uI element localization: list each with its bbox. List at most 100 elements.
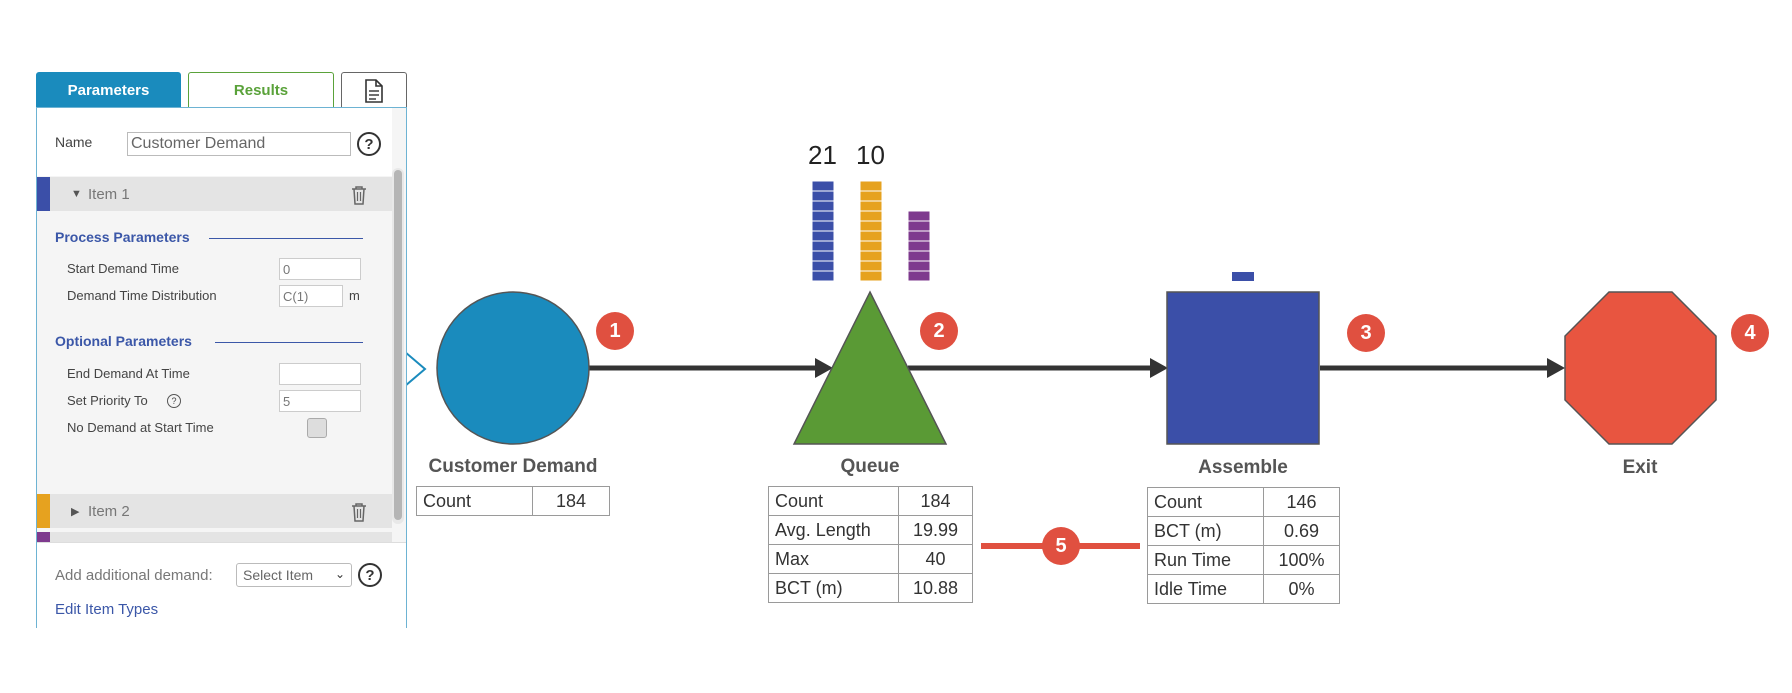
process-parameters-title: Process Parameters	[55, 229, 190, 245]
item-color-stripe	[37, 494, 50, 528]
start-demand-input[interactable]	[279, 258, 361, 280]
link-badge-5[interactable]: 5	[1042, 527, 1080, 565]
queue-unit	[811, 240, 835, 252]
queue-unit	[811, 250, 835, 262]
end-demand-input[interactable]	[279, 363, 361, 385]
node-badge-3: 3	[1347, 314, 1385, 352]
stat-value: 184	[532, 486, 610, 516]
name-row: Name ?	[37, 108, 392, 176]
start-demand-label: Start Demand Time	[67, 261, 179, 276]
help-icon[interactable]: ?	[358, 563, 382, 587]
trash-icon[interactable]	[350, 185, 368, 205]
tab-document[interactable]	[341, 72, 407, 108]
tab-results[interactable]: Results	[188, 72, 334, 108]
caret-down-icon[interactable]: ▼	[71, 188, 82, 200]
stat-label: Run Time	[1147, 545, 1264, 575]
assemble-stats: Count 146 BCT (m) 0.69 Run Time 100% Idl…	[1147, 487, 1340, 604]
customer-demand-label: Customer Demand	[428, 456, 598, 477]
priority-label: Set Priority To	[67, 393, 148, 408]
stat-value: 10.88	[898, 573, 973, 603]
edit-item-types-link[interactable]: Edit Item Types	[55, 601, 159, 618]
queue-unit	[811, 190, 835, 202]
trash-icon[interactable]	[350, 502, 368, 522]
table-row: Avg. Length 19.99	[768, 515, 973, 545]
panel-footer: Add additional demand: Select Item ⌄ ? E…	[37, 542, 406, 628]
stat-label: Idle Time	[1147, 574, 1264, 604]
help-icon[interactable]: ?	[167, 394, 181, 408]
node-badge-1: 1	[596, 312, 634, 350]
priority-input[interactable]	[279, 390, 361, 412]
queue-unit	[907, 240, 931, 252]
optional-parameters-title: Optional Parameters	[55, 333, 192, 349]
queue-unit	[859, 200, 883, 212]
queue-stats: Count 184 Avg. Length 19.99 Max 40 BCT (…	[768, 486, 973, 603]
table-row: Max 40	[768, 544, 973, 574]
queue-unit	[811, 270, 835, 282]
document-icon	[365, 78, 383, 103]
stat-label: BCT (m)	[768, 573, 899, 603]
stat-value: 40	[898, 544, 973, 574]
queue-unit	[811, 200, 835, 212]
stat-value: 0%	[1263, 574, 1340, 604]
node-badge-4: 4	[1731, 314, 1769, 352]
distribution-unit: m	[349, 288, 360, 303]
arrowhead-exit	[1547, 358, 1565, 378]
stat-label: Max	[768, 544, 899, 574]
divider	[209, 238, 363, 239]
queue-unit	[907, 250, 931, 262]
item-label: Item 2	[88, 503, 130, 520]
queue-unit	[811, 220, 835, 232]
item-row-1[interactable]: ▼ Item 1	[37, 177, 392, 211]
customer-demand-stats: Count 184	[416, 486, 610, 516]
stat-label: Avg. Length	[768, 515, 899, 545]
parameters-panel: Name ? ▼ Item 1 Process Parameters Start…	[36, 107, 407, 628]
stat-label: Count	[416, 486, 533, 516]
queue-node[interactable]	[792, 290, 948, 445]
stat-value: 0.69	[1263, 516, 1340, 546]
queue-count-item2: 10	[856, 140, 885, 170]
queue-unit	[859, 230, 883, 242]
assemble-node[interactable]	[1166, 291, 1320, 445]
queue-unit	[859, 190, 883, 202]
stat-value: 146	[1263, 487, 1340, 517]
help-icon[interactable]: ?	[357, 132, 381, 156]
queue-unit	[859, 210, 883, 222]
parameters-scroll-area[interactable]: Name ? ▼ Item 1 Process Parameters Start…	[37, 108, 406, 542]
queue-count-item1: 21	[808, 140, 837, 170]
tab-parameters[interactable]: Parameters	[36, 72, 181, 108]
select-item-dropdown[interactable]: Select Item ⌄	[236, 563, 352, 587]
name-input[interactable]	[127, 132, 351, 156]
caret-right-icon[interactable]: ▶	[71, 506, 80, 518]
assemble-in-process-indicator	[1232, 272, 1254, 281]
queue-unit	[907, 260, 931, 272]
arrowhead-queue	[815, 358, 833, 378]
queue-unit	[811, 180, 835, 192]
chevron-down-icon: ⌄	[334, 567, 345, 581]
table-row: Count 184	[768, 486, 973, 516]
item-row-3[interactable]	[37, 532, 392, 542]
queue-unit	[859, 270, 883, 282]
table-row: Idle Time 0%	[1147, 574, 1340, 604]
no-demand-checkbox[interactable]	[307, 418, 327, 438]
in-process-unit	[1232, 272, 1254, 281]
customer-demand-node[interactable]	[436, 291, 590, 445]
divider	[215, 342, 363, 343]
stat-value: 100%	[1263, 545, 1340, 575]
item-row-2[interactable]: ▶ Item 2	[37, 494, 392, 528]
exit-node[interactable]	[1564, 291, 1717, 445]
queue-unit	[907, 230, 931, 242]
queue-unit	[907, 220, 931, 232]
table-row: BCT (m) 10.88	[768, 573, 973, 603]
stat-label: Count	[1147, 487, 1264, 517]
add-demand-label: Add additional demand:	[55, 567, 213, 584]
scrollbar[interactable]	[392, 168, 404, 524]
stat-label: BCT (m)	[1147, 516, 1264, 546]
queue-unit	[907, 270, 931, 282]
queue-unit	[859, 250, 883, 262]
item-label: Item 1	[88, 186, 130, 203]
item-color-stripe	[37, 177, 50, 211]
scrollbar-thumb[interactable]	[394, 170, 402, 520]
distribution-input[interactable]	[279, 285, 343, 307]
queue-unit	[859, 180, 883, 192]
queue-unit	[811, 260, 835, 272]
